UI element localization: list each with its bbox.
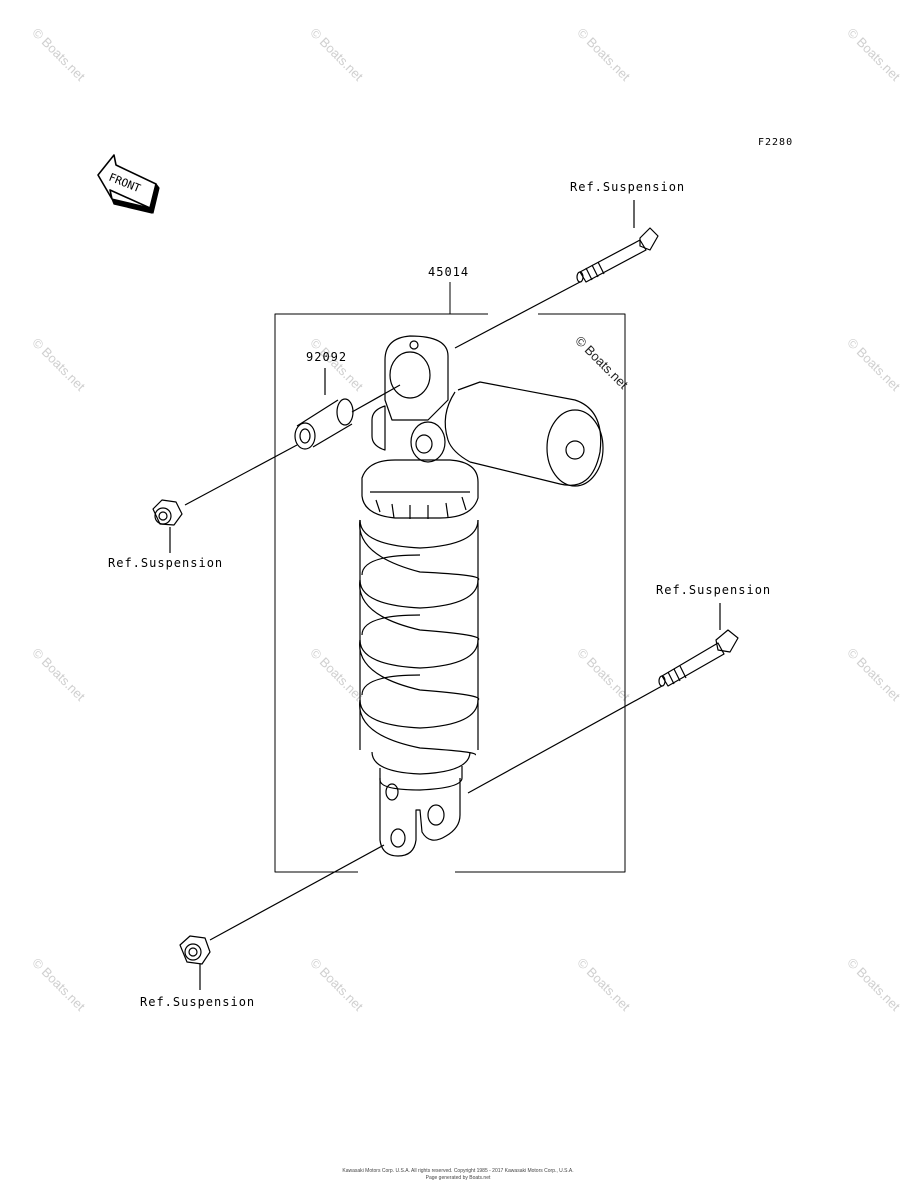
figure-code: F2280 xyxy=(758,137,794,148)
footer-line1: Kawasaki Motors Corp. U.S.A. All rights … xyxy=(342,1168,574,1174)
front-arrow-icon: FRONT xyxy=(97,154,160,214)
footer-line2: Page generated by Boats.net xyxy=(425,1175,491,1181)
top-bolt xyxy=(454,200,659,349)
shock-absorber-45014 xyxy=(359,335,604,857)
part-number-92092[interactable]: 92092 xyxy=(306,350,348,364)
assembly-frame xyxy=(274,282,626,873)
left-nut xyxy=(152,499,183,553)
ref-label-top-bolt[interactable]: Ref.Suspension xyxy=(570,180,686,194)
collar-92092 xyxy=(184,368,401,506)
bottom-nut xyxy=(179,844,385,990)
part-number-45014[interactable]: 45014 xyxy=(428,265,470,279)
ref-label-right-bolt[interactable]: Ref.Suspension xyxy=(656,583,772,597)
right-bolt xyxy=(467,603,739,794)
ref-label-bottom-nut[interactable]: Ref.Suspension xyxy=(140,995,256,1009)
ref-label-left-nut[interactable]: Ref.Suspension xyxy=(108,556,224,570)
